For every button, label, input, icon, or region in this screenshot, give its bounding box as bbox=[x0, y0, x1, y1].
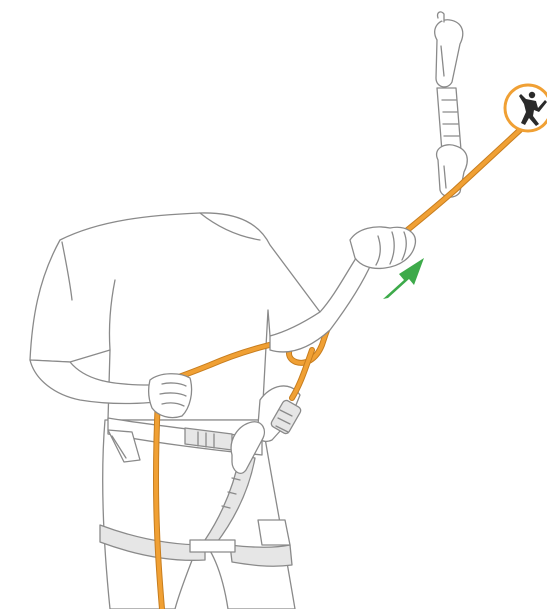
quickdraw bbox=[434, 11, 468, 198]
climber-silhouette-icon bbox=[519, 91, 547, 126]
belay-device bbox=[230, 385, 302, 474]
arrow-up-right-icon bbox=[383, 258, 424, 299]
person-right-arm bbox=[269, 226, 417, 353]
person-left-arm bbox=[29, 359, 181, 405]
person-left-hand bbox=[148, 373, 193, 419]
climber-badge bbox=[503, 83, 547, 133]
harness bbox=[99, 417, 293, 567]
